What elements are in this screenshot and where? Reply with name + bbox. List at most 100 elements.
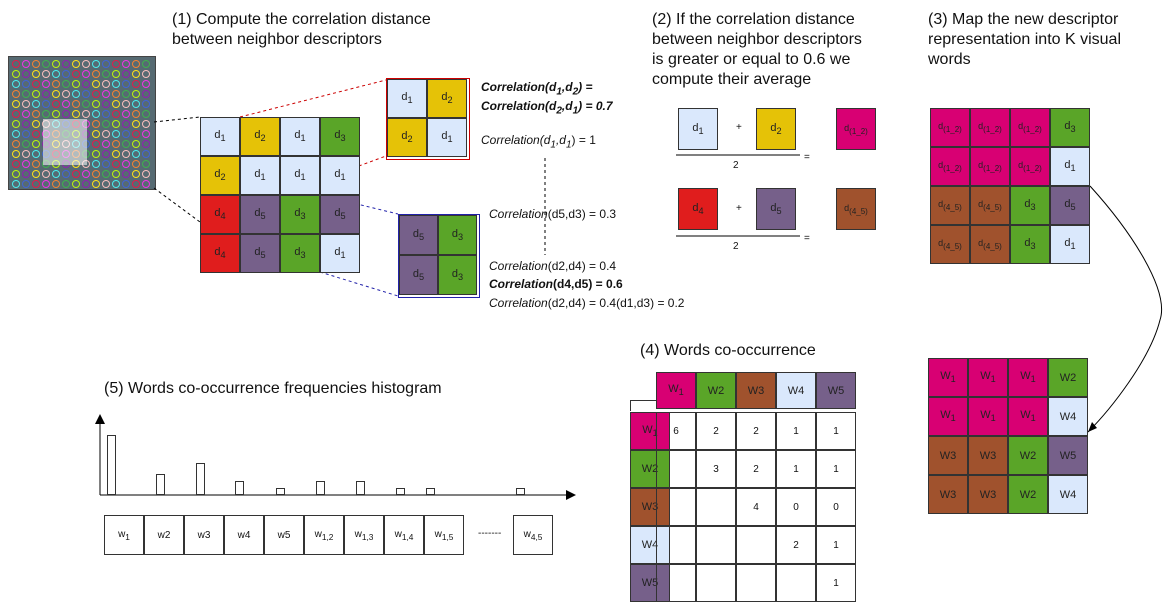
keypoint-ring (142, 60, 150, 68)
avg-result-d12: d(1_2) (836, 108, 876, 150)
keypoint-ring (102, 130, 110, 138)
averaged-cell-d12: d(1_2) (1010, 147, 1050, 186)
keypoint-ring (122, 180, 130, 188)
descriptor-cell-d2: d2 (200, 156, 240, 195)
zoom-red-cell-d2: d2 (427, 79, 467, 118)
annotation-corr-d1-d2-a: Correlation(d1,d2) = (481, 80, 593, 98)
histogram-label-w1: w1 (104, 515, 144, 555)
avg-operand-d4: d4 (678, 188, 718, 230)
visual-word-cell-label: W2 (1019, 449, 1037, 462)
visual-word-cell: W2 (1048, 358, 1088, 397)
averaged-cell-d1: d1 (1050, 225, 1090, 264)
histogram-bar (396, 488, 405, 495)
avg-operand-d5-label: d5 (770, 201, 782, 217)
averaged-cell-d12-label: d(1_2) (978, 121, 1002, 134)
descriptor-cell-d1-label: d1 (294, 168, 306, 183)
step5-title: (5) Words co-occurrence frequencies hist… (104, 380, 442, 397)
visual-word-cell-label: W1 (940, 370, 956, 385)
histogram-label-w45: w4,5 (513, 515, 553, 555)
plus-sign-1: + (736, 122, 742, 133)
cooc-cell-r5-c4 (776, 564, 816, 602)
cooc-header-row-4: W4 (630, 526, 670, 564)
averaged-cell-d12-label: d(1_2) (1018, 121, 1042, 134)
cooc-header-col-3-label: W3 (747, 384, 765, 397)
keypoint-ring (82, 70, 90, 78)
highlighted-patch (43, 119, 87, 165)
keypoint-ring (142, 70, 150, 78)
keypoint-ring (42, 80, 50, 88)
step3-title-line2: representation into K visual (928, 31, 1121, 48)
histogram-y-arrowhead (95, 414, 105, 424)
cooc-header-row-3-label: W3 (641, 501, 659, 513)
visual-word-cell: W1 (968, 397, 1008, 436)
input-image-thumbnail (8, 56, 156, 190)
annotation-corr-d2-d1-b: Correlation(d2,d1) = 0.7 (481, 99, 613, 117)
cooc-cell-r3-c5: 0 (816, 488, 856, 526)
keypoint-ring (42, 110, 50, 118)
zoom-red-cell-d1-label: d1 (441, 130, 453, 145)
descriptor-cell-d1: d1 (320, 234, 360, 273)
keypoint-ring (22, 60, 30, 68)
keypoint-ring (52, 170, 60, 178)
histogram-label-w13: w1,3 (344, 515, 384, 555)
keypoint-ring (92, 90, 100, 98)
keypoint-ring (132, 150, 140, 158)
cooc-cell-r1-c2: 2 (696, 412, 736, 450)
keypoint-ring (62, 100, 70, 108)
keypoint-ring (22, 70, 30, 78)
keypoint-ring (82, 60, 90, 68)
keypoint-ring (22, 160, 30, 168)
descriptor-cell-d5-label: d5 (254, 246, 266, 261)
keypoint-ring (132, 110, 140, 118)
visual-word-cell-label: W1 (940, 409, 956, 424)
keypoint-ring (102, 140, 110, 148)
keypoint-ring (142, 80, 150, 88)
cooc-cell-r1-c4: 1 (776, 412, 816, 450)
cooc-cell-r4-c3 (736, 526, 776, 564)
visual-word-cell-label: W1 (980, 409, 996, 424)
cooc-cell-r2-c1 (656, 450, 696, 488)
cooc-header-row-3: W3 (630, 488, 670, 526)
keypoint-ring (12, 90, 20, 98)
cooc-header-col-1: W1 (656, 372, 696, 409)
cooc-cell-r2-c4: 1 (776, 450, 816, 488)
descriptor-cell-d5: d5 (240, 234, 280, 273)
cooc-header-row-1-label: W1 (642, 423, 658, 439)
keypoint-ring (32, 80, 40, 88)
descriptor-cell-d4: d4 (200, 195, 240, 234)
keypoint-ring (122, 150, 130, 158)
averaged-cell-d3: d3 (1050, 108, 1090, 147)
averaged-cell-d3-label: d3 (1024, 198, 1036, 213)
keypoint-ring (82, 100, 90, 108)
zoom-line-red-top (239, 79, 387, 118)
zoom-blue-cell-d3-label: d3 (451, 267, 464, 283)
zoom-blue-cell-d3: d3 (438, 215, 477, 255)
descriptor-cell-d3: d3 (280, 195, 320, 234)
cooc-cell-r5-c3 (736, 564, 776, 602)
averaged-cell-d45: d(4_5) (970, 225, 1010, 264)
visual-word-cell-label: W1 (1020, 409, 1036, 424)
keypoint-ring (92, 80, 100, 88)
visual-word-cell: W5 (1048, 436, 1088, 475)
keypoint-ring (12, 170, 20, 178)
zoom-blue-cell-d5-label: d5 (412, 267, 425, 283)
keypoint-ring (22, 120, 30, 128)
keypoint-ring (42, 70, 50, 78)
keypoint-ring (112, 100, 120, 108)
visual-word-cell: W3 (928, 475, 968, 514)
keypoint-ring (52, 180, 60, 188)
cooc-header-row-5: W5 (630, 564, 670, 602)
keypoint-ring (122, 160, 130, 168)
keypoint-ring (12, 160, 20, 168)
keypoint-ring (52, 90, 60, 98)
keypoint-ring (132, 180, 140, 188)
zoom-blue-cell-d3: d3 (438, 255, 477, 295)
visual-word-cell-label: W5 (1059, 449, 1077, 462)
keypoint-ring (132, 100, 140, 108)
keypoint-ring (92, 110, 100, 118)
keypoint-ring (32, 120, 40, 128)
cooc-cell-r2-c3: 2 (736, 450, 776, 488)
descriptor-cell-d1: d1 (240, 156, 280, 195)
histogram-label-w12: w1,2 (304, 515, 344, 555)
